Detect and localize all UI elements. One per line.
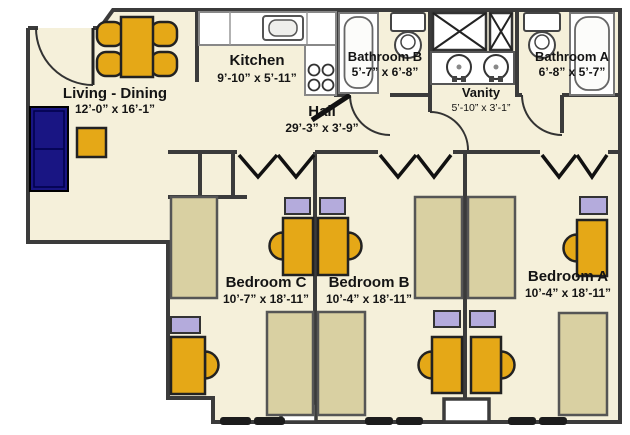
dresser-icon [469, 310, 496, 328]
toilet-icon [523, 12, 561, 32]
bedroom-b-furniture [316, 195, 464, 417]
bedroom-a-label: Bedroom A [527, 268, 609, 285]
living-dining-dimensions: 12’-0” x 16’-1” [74, 102, 156, 116]
kitchen-label: Kitchen [229, 52, 285, 69]
bathtub-basin [574, 16, 610, 91]
bifold-door-icon [237, 153, 279, 180]
window-icon [508, 417, 536, 425]
desk-chair-icon [346, 231, 363, 261]
toilet-bowl-inner [534, 34, 550, 50]
kitchen-dimensions: 9’-10” x 5’-11” [217, 71, 297, 85]
bedroom-c-label: Bedroom C [225, 274, 307, 291]
dining-chair-icon [95, 20, 125, 48]
toilet-icon [390, 12, 426, 32]
bathroom-b-door-leaf [310, 92, 352, 123]
bathroom-a-label: Bathroom A [535, 49, 609, 64]
linen-closet-x [432, 12, 487, 51]
door-swing-icon [35, 27, 94, 86]
dining-chair-icon [149, 20, 179, 48]
bifold-door-icon [276, 153, 316, 180]
window-icon [539, 417, 567, 425]
wall-notch [442, 397, 491, 424]
bathroom-a-dimensions: 6’-8” x 5’-7” [538, 65, 606, 79]
bed-icon [413, 195, 464, 300]
vanity-fixtures [430, 11, 515, 85]
dresser-icon [170, 316, 201, 334]
bedroom-c-furniture [169, 195, 315, 417]
desk-chair-icon [203, 350, 220, 380]
vanity-dimensions: 5’-10” x 3’-1” [451, 102, 511, 114]
vanity-faucet [461, 76, 466, 82]
coffee-table-icon [75, 126, 108, 159]
dining-chair-icon [95, 50, 125, 78]
bathtub-basin [343, 16, 374, 89]
vanity-sink-drain [456, 64, 462, 70]
bifold-door-icon [415, 153, 453, 180]
dresser-icon [433, 310, 461, 328]
bathroom-b-fixtures [338, 12, 426, 94]
outer-wall [26, 8, 622, 424]
window-icon [220, 417, 251, 425]
bifold-door-icon [378, 153, 418, 180]
bedroom-a-dimensions: 10’-4” x 18’-11” [524, 286, 612, 300]
bed-icon [265, 310, 315, 417]
bathroom-a-fixtures [523, 12, 615, 96]
dining-table-icon [119, 15, 155, 79]
living-dining-furniture [29, 15, 179, 192]
window-icon [365, 417, 393, 425]
desk-icon [469, 335, 503, 395]
hall-label: Hall [308, 103, 336, 120]
stove-burners-icon [307, 63, 335, 92]
window-icon [396, 417, 423, 425]
toilet-bowl-inner [400, 34, 416, 50]
vanity-faucet [452, 76, 457, 82]
doors [35, 27, 609, 181]
vanity-faucet [498, 76, 503, 82]
vanity-bathrooma-wall [515, 10, 522, 97]
dresser-icon [579, 196, 608, 215]
bed-icon [466, 195, 517, 300]
desk-icon [169, 335, 207, 396]
door-swing-icon [349, 94, 391, 136]
window-icon [254, 417, 285, 425]
bifold-door-icon [575, 154, 609, 181]
desk-chair-icon [417, 350, 434, 380]
kitchen-sink-basin [268, 19, 298, 37]
bifold-door-icon [540, 153, 578, 180]
vanity-faucet [489, 76, 494, 82]
bathroom-b-label: Bathroom B [347, 49, 423, 64]
desk-icon [281, 216, 315, 277]
desk-chair-icon [268, 231, 285, 261]
desk-icon [575, 218, 609, 278]
living-dining-label: Living - Dining [62, 85, 168, 102]
desk-icon [430, 335, 464, 395]
dining-chair-icon [149, 50, 179, 78]
door-swing-icon [429, 111, 469, 151]
desk-icon [316, 216, 350, 277]
kitchen-fixtures [198, 11, 337, 96]
linen-closet-x [489, 12, 513, 51]
bed-icon [316, 310, 367, 417]
dining-chairs [95, 20, 179, 78]
desk-chair-icon [499, 350, 516, 380]
bedroom-b-dimensions: 10’-4” x 18’-11” [325, 292, 413, 306]
vanity-label: Vanity [461, 85, 501, 100]
door-swing-icon [521, 94, 563, 136]
bathroom-b-dimensions: 5’-7” x 6’-8” [351, 65, 419, 79]
dresser-icon [319, 197, 346, 215]
desk-chair-icon [562, 233, 579, 263]
bed-icon [169, 195, 219, 300]
bedroom-a-furniture [466, 195, 609, 417]
hall-dimensions: 29’-3” x 3’-9” [285, 121, 359, 135]
bedroom-b-label: Bedroom B [328, 274, 410, 291]
dresser-icon [284, 197, 311, 215]
windows [220, 417, 567, 425]
bedroom-c-dimensions: 10’-7” x 18’-11” [222, 292, 310, 306]
vanity-sink-drain [493, 64, 499, 70]
counter-seam [229, 12, 308, 45]
bed-icon [557, 311, 609, 417]
